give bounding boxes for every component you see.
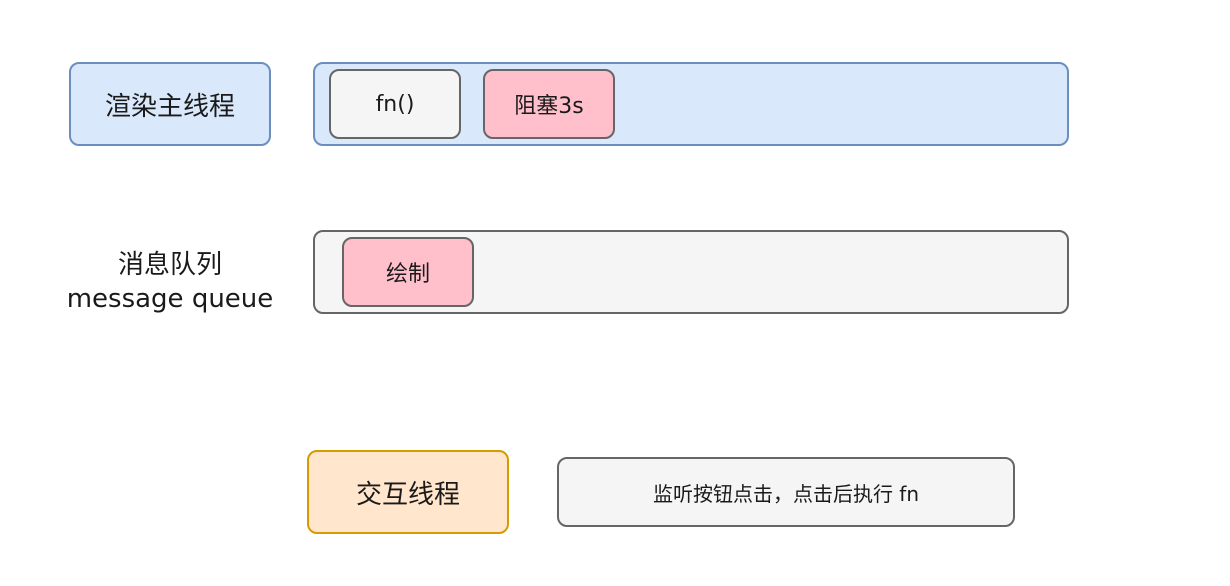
message-queue-label-en: message queue	[66, 284, 274, 314]
task-paint: 绘制	[342, 237, 474, 307]
task-block-3s: 阻塞3s	[483, 69, 615, 139]
task-fn-call: fn()	[329, 69, 461, 139]
message-queue-label-cn: 消息队列	[117, 250, 222, 280]
interaction-thread-description: 监听按钮点击，点击后执行 fn	[557, 457, 1015, 527]
render-main-thread-label: 渲染主线程	[69, 62, 271, 146]
message-queue-label: 消息队列 message queue	[60, 248, 280, 316]
interaction-thread-label: 交互线程	[307, 450, 509, 534]
